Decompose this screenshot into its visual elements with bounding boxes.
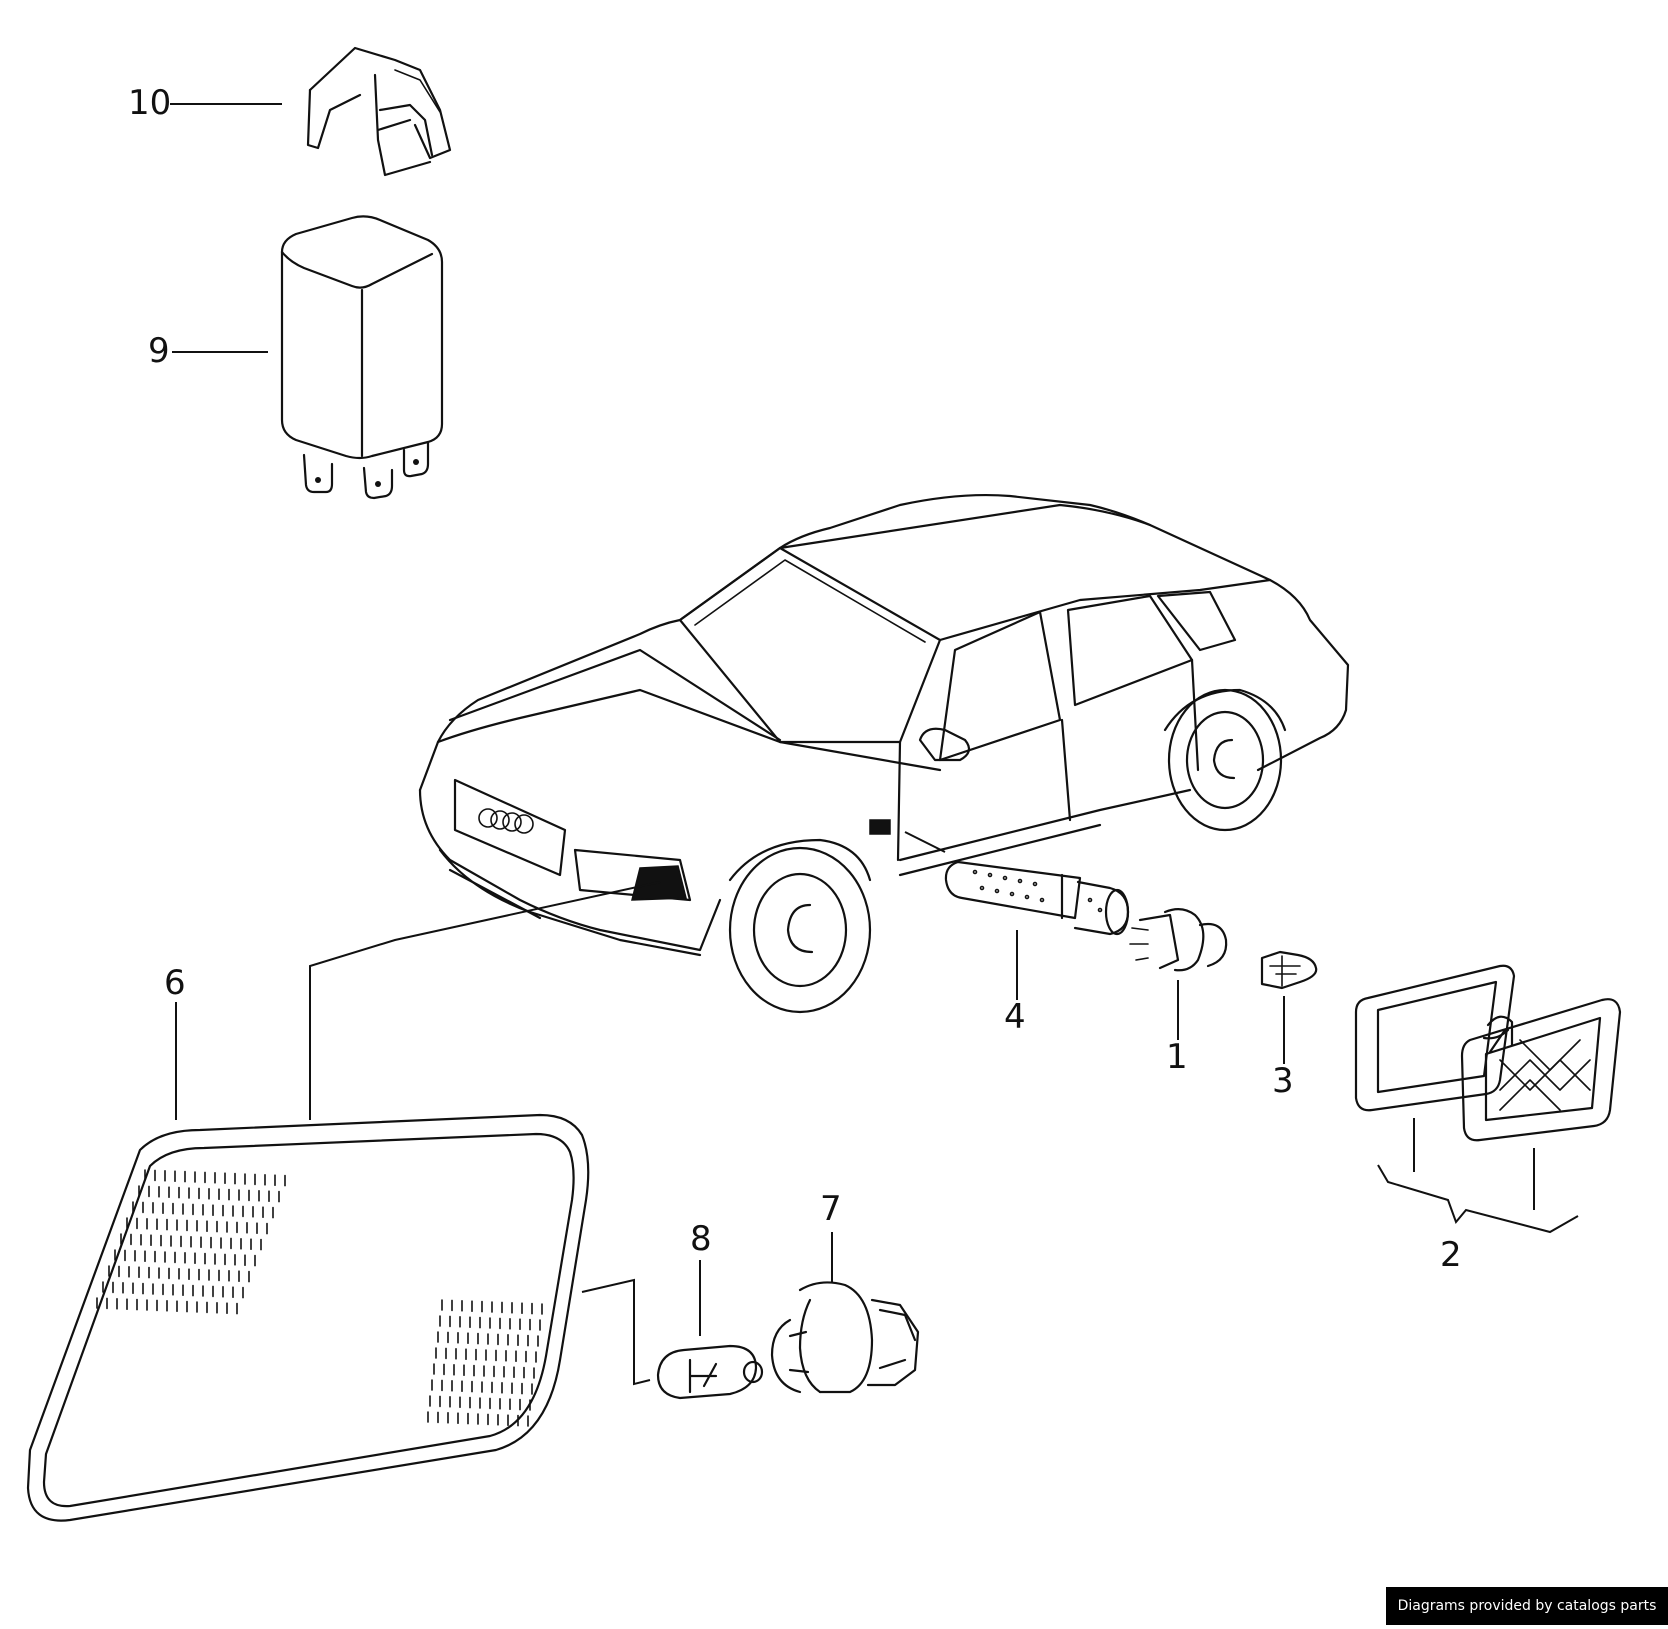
part-10-clip [306,46,452,177]
car-illustration [418,493,1350,1014]
callout-7: 7 [820,1189,842,1229]
callout-2: 2 [1440,1235,1462,1275]
part-4-grommet [944,860,1130,936]
callout-4: 4 [1004,997,1026,1037]
callout-8: 8 [690,1219,712,1259]
callout-9: 9 [148,331,170,371]
callout-10: 10 [128,83,172,123]
callout-3: 3 [1272,1061,1294,1101]
part-6-lens [26,1113,590,1522]
part-9-relay [280,215,444,500]
part-8-bulb [656,1344,764,1400]
callout-1: 1 [1166,1037,1188,1077]
part-7-socket [770,1281,920,1394]
bracket-2 [1377,1164,1579,1234]
part-3-bulb [1260,950,1318,990]
part-1-bulb-holder [1129,908,1228,972]
leader-line-6-car [309,881,661,1120]
callout-6: 6 [164,963,186,1003]
part-2-side-marker [1354,964,1622,1142]
diagram-credit-badge: Diagrams provided by catalogs parts [1386,1587,1668,1625]
leader-line-4-car [904,831,946,853]
leader-line-6-bulb [581,1278,651,1386]
